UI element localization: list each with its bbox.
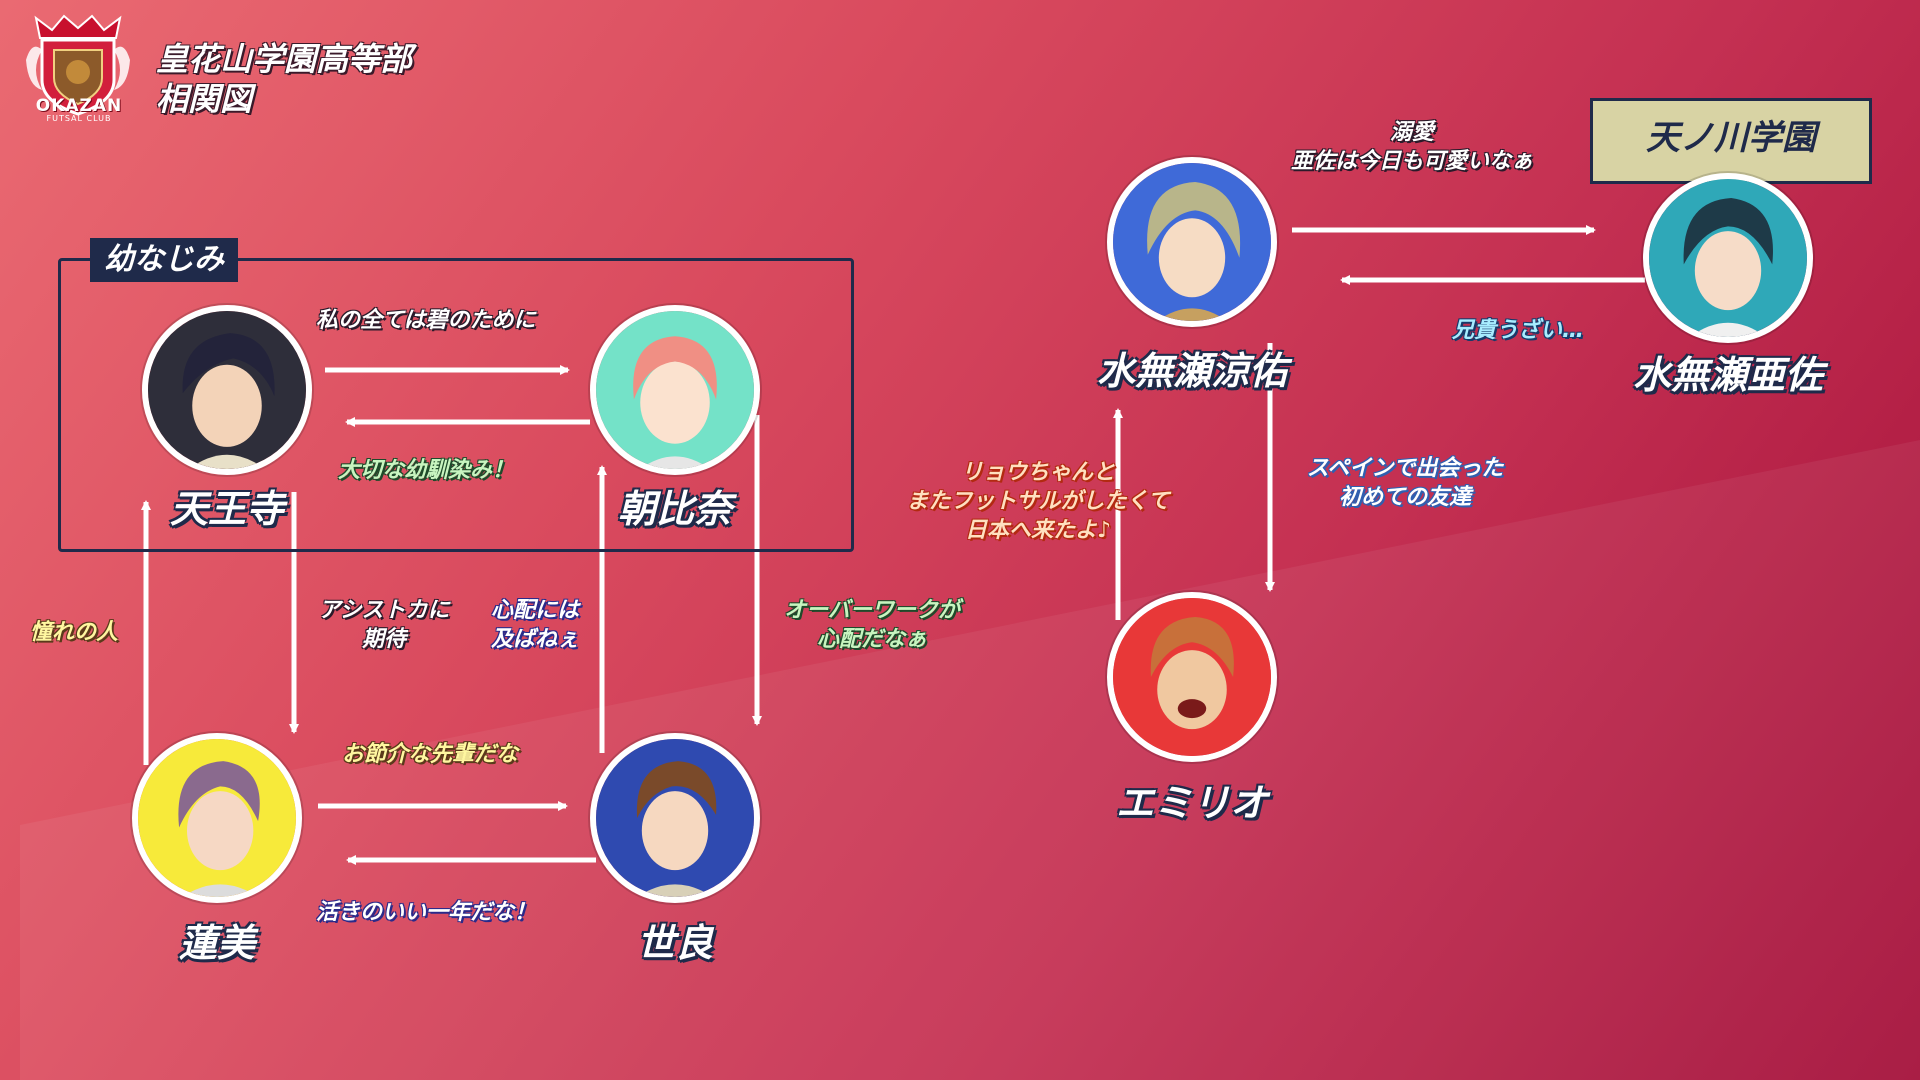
relation-asahina-to-sera-line1: オーバーワークが: [784, 598, 960, 623]
relation-emilio-to-ryosuke-line3: 日本へ来たよ♪: [964, 518, 1112, 543]
relation-sera-to-asahina-line2: 及ばねぇ: [490, 627, 579, 652]
relation-ryosuke-to-asa-line2: 亜佐は今日も可愛いなぁ: [1290, 149, 1533, 174]
relation-asahina-to-tennoji: 大切な幼馴染み！: [338, 458, 515, 483]
relation-tennoji-to-hasumi: アシストカに 期待: [304, 596, 464, 654]
name-tennoji: 天王寺: [169, 487, 284, 531]
avatar-tennoji: [142, 305, 312, 475]
relation-ryosuke-to-emilio-line1: スペインで出会った: [1306, 456, 1504, 481]
name-sera: 世良: [636, 921, 713, 965]
relation-sera-to-hasumi: 活きのいい一年だな！: [316, 900, 537, 925]
sera-portrait: [596, 739, 754, 897]
avatar-minase-asa: [1643, 173, 1813, 343]
relation-ryosuke-to-emilio: スペインで出会った 初めての友達: [1280, 454, 1530, 512]
tennoji-portrait: [148, 311, 306, 469]
hasumi-portrait: [138, 739, 296, 897]
childhood-group-label: 幼なじみ: [90, 238, 238, 282]
page-subtitle: 相関図: [156, 80, 253, 118]
relation-emilio-to-ryosuke-line2: またフットサルがしたくて: [906, 489, 1170, 514]
name-minase-ryosuke: 水無瀬涼佑: [1096, 349, 1287, 393]
avatar-emilio: [1107, 592, 1277, 762]
emilio-portrait: [1113, 598, 1271, 756]
avatar-asahina: [590, 305, 760, 475]
relation-ryosuke-to-asa: 溺愛 亜佐は今日も可愛いなぁ: [1262, 118, 1562, 176]
relation-ryosuke-to-asa-line1: 溺愛: [1389, 120, 1434, 145]
relation-hasumi-to-sera: お節介な先輩だな: [342, 742, 519, 767]
name-minase-asa: 水無瀬亜佐: [1632, 353, 1823, 397]
relation-hasumi-to-tennoji: 憧れの人: [30, 620, 119, 645]
relation-asahina-to-sera: オーバーワークが 心配だなぁ: [762, 596, 982, 654]
background-band: [20, 440, 1920, 1080]
childhood-group-box: [58, 258, 854, 552]
relation-ryosuke-to-emilio-line2: 初めての友達: [1338, 485, 1471, 510]
relation-asahina-to-sera-line2: 心配だなぁ: [816, 627, 927, 652]
name-hasumi: 蓮美: [178, 921, 255, 965]
club-logo: [26, 14, 130, 116]
relation-sera-to-asahina-line1: 心配には: [490, 598, 579, 623]
relation-tennoji-to-asahina: 私の全ては碧のために: [316, 308, 536, 333]
relation-sera-to-asahina: 心配には 及ばねぇ: [480, 596, 590, 654]
relation-tennoji-to-hasumi-line1: アシストカに: [318, 598, 450, 623]
minase-asa-portrait: [1649, 179, 1807, 337]
amanogawa-school-label: 天ノ川学園: [1590, 98, 1872, 184]
relation-emilio-to-ryosuke-line1: リョウちゃんと: [960, 460, 1115, 485]
logo-subtext: FUTSAL CLUB: [46, 114, 112, 123]
relation-tennoji-to-hasumi-line2: 期待: [361, 627, 406, 652]
avatar-hasumi: [132, 733, 302, 903]
relation-asa-to-ryosuke: 兄貴うざい…: [1452, 318, 1585, 343]
page-title: 皇花山学園高等部: [156, 40, 413, 78]
avatar-sera: [590, 733, 760, 903]
minase-ryosuke-portrait: [1113, 163, 1271, 321]
avatar-minase-ryosuke: [1107, 157, 1277, 327]
asahina-portrait: [596, 311, 754, 469]
logo-text: OKAZAN: [35, 96, 123, 116]
name-asahina: 朝比奈: [617, 487, 732, 531]
name-emilio: エミリオ: [1115, 781, 1268, 825]
relation-emilio-to-ryosuke: リョウちゃんと またフットサルがしたくて 日本へ来たよ♪: [878, 458, 1198, 545]
